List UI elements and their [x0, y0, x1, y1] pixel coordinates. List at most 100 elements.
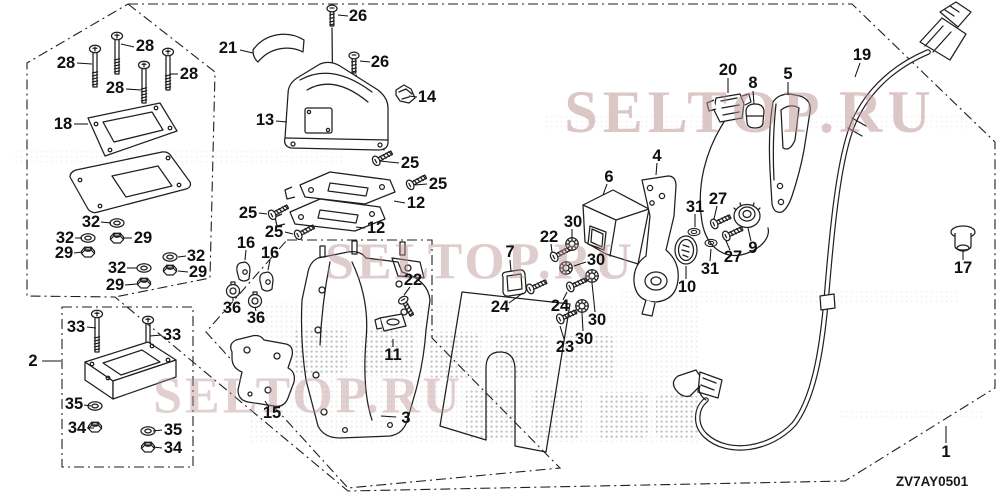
callout-label-31: 31 [686, 198, 704, 216]
callout-label-29: 29 [189, 263, 207, 281]
callout-label-30: 30 [564, 213, 582, 231]
watermark-text-1: SELTOP.RU [564, 79, 935, 145]
callout-label-18: 18 [54, 115, 72, 133]
callout-leader-13 [275, 120, 288, 123]
callout-label-20: 20 [719, 61, 737, 79]
callout-label-2: 2 [28, 352, 37, 370]
part-2-spacer-block [84, 341, 177, 400]
callout-leader-7 [509, 259, 512, 272]
part-10-cap [674, 235, 698, 265]
callout-label-30: 30 [575, 330, 593, 348]
callout-label-34: 34 [68, 419, 87, 437]
callout-label-9: 9 [748, 239, 757, 257]
callout-label-1: 1 [941, 443, 950, 461]
callout-leader-28 [125, 88, 142, 91]
callout-leader-30 [581, 312, 584, 332]
callout-label-22: 22 [540, 228, 558, 246]
callout-label-35: 35 [164, 421, 182, 439]
callout-label-32: 32 [108, 259, 126, 277]
part-29-nuts [80, 232, 178, 289]
part-11-bracket [374, 313, 407, 332]
callout-label-6: 6 [604, 168, 613, 186]
callout-leader-27 [713, 205, 718, 220]
part-3-notched-panel [439, 291, 571, 453]
callout-label-13: 13 [256, 111, 274, 129]
callout-label-32: 32 [82, 213, 100, 231]
part-3-housing [300, 240, 431, 439]
callout-label-19: 19 [853, 46, 871, 64]
part-6-boot [582, 189, 650, 265]
callout-label-16: 16 [261, 244, 279, 262]
callout-label-24: 24 [551, 297, 570, 315]
callout-label-28: 28 [136, 37, 154, 55]
callout-label-24: 24 [491, 298, 510, 316]
callout-leader-6 [602, 183, 608, 196]
subassembly-box-part3 [205, 239, 562, 489]
callout-label-22: 22 [404, 271, 422, 289]
callout-label-31: 31 [701, 260, 719, 278]
callout-leader-3 [380, 415, 397, 418]
watermark-text-2: SELTOP.RU [325, 234, 635, 291]
callout-leader-25 [379, 160, 400, 164]
callout-leader-19 [854, 62, 861, 78]
callout-leader-36 [254, 306, 257, 312]
callout-label-28: 28 [106, 79, 124, 97]
callout-label-3: 3 [401, 409, 410, 427]
callout-leader-28 [76, 62, 93, 65]
callout-leader-16 [267, 259, 271, 271]
callout-leader-31 [709, 248, 712, 262]
callout-label-8: 8 [748, 74, 757, 92]
diagram-code: ZV7AY0501 [896, 474, 969, 489]
halftone-watermark [15, 115, 985, 442]
callout-leader-26 [359, 60, 371, 63]
callout-label-33: 33 [163, 326, 181, 344]
callout-leader-33 [86, 326, 97, 329]
callout-label-30: 30 [588, 311, 606, 329]
part-9-bushing [733, 202, 761, 229]
callout-leader-4 [655, 162, 658, 176]
callout-label-16: 16 [237, 234, 255, 252]
callout-leader-23 [559, 325, 565, 340]
callout-leader-29 [124, 283, 138, 286]
callout-leader-22 [550, 243, 553, 253]
part-21-strip [252, 33, 305, 63]
callout-label-23: 23 [556, 338, 574, 356]
callout-label-27: 27 [709, 190, 727, 208]
callout-leader-28 [120, 43, 135, 48]
callout-label-7: 7 [505, 243, 514, 261]
callout-label-29: 29 [106, 276, 124, 294]
callout-leader-24 [562, 291, 568, 301]
part-18-plate [87, 102, 178, 157]
callout-leader-30 [591, 282, 596, 313]
part-14-clip [395, 84, 416, 104]
callout-label-25: 25 [429, 175, 447, 193]
callout-label-36: 36 [247, 309, 265, 327]
part-18-gasket [69, 151, 192, 214]
callout-label-21: 21 [219, 39, 237, 57]
callout-label-27: 27 [724, 248, 742, 266]
callout-leader-25 [414, 183, 428, 186]
callout-leader-25 [284, 231, 294, 235]
parts-artwork [69, 1, 976, 453]
callout-leader-9 [747, 227, 752, 242]
callout-leader-33 [149, 334, 162, 337]
part-5-grip [768, 93, 811, 213]
callout-leader-25 [258, 212, 268, 215]
callout-leader-26 [337, 14, 349, 17]
callout-label-34: 34 [164, 439, 183, 457]
callout-leader-30 [573, 261, 587, 267]
callout-label-11: 11 [384, 346, 401, 364]
callout-label-12: 12 [407, 194, 425, 212]
part-4-lever [633, 175, 679, 317]
callout-leader-14 [408, 95, 418, 98]
callout-leader-8 [752, 90, 755, 105]
callout-label-25: 25 [265, 223, 283, 241]
callout-label-32: 32 [187, 247, 205, 265]
callout-label-33: 33 [67, 318, 85, 336]
callout-leader-29 [177, 270, 189, 273]
subassembly-box-mount-kit [114, 3, 216, 298]
callout-leader-29 [73, 251, 83, 254]
callout-label-14: 14 [418, 88, 437, 106]
